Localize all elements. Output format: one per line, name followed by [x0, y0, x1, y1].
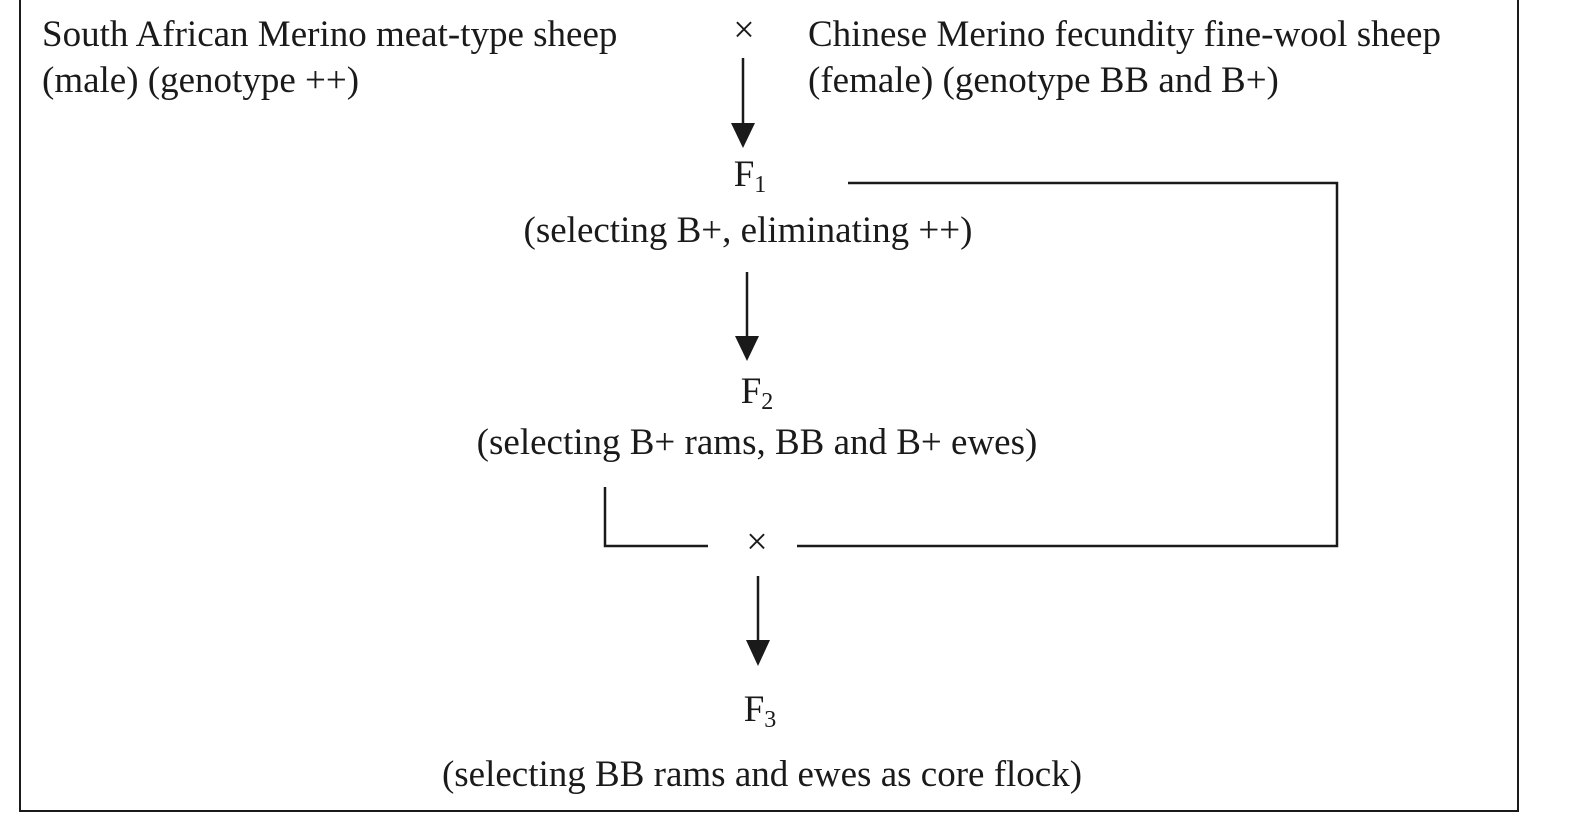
- f1-label: F1: [734, 155, 767, 205]
- male-parent-line2: (male) (genotype ++): [42, 60, 360, 101]
- female-parent-line1: Chinese Merino fecundity fine-wool sheep: [808, 14, 1441, 55]
- male-parent-line1: South African Merino meat-type sheep: [42, 14, 618, 55]
- f1-index: 1: [754, 172, 767, 198]
- arrow-to-f1-head: [731, 123, 755, 148]
- arrow-to-f2-head: [735, 336, 759, 361]
- f3-index: 3: [764, 707, 777, 733]
- female-parent-line2: (female) (genotype BB and B+): [808, 60, 1279, 101]
- male-parent-label: South African Merino meat-type sheep (ma…: [42, 12, 617, 104]
- f1-selection: (selecting B+, eliminating ++): [523, 210, 973, 251]
- f3-selection: (selecting BB rams and ewes as core floc…: [441, 754, 1083, 795]
- f2-bracket-line: [603, 487, 708, 548]
- f3-label: F3: [744, 690, 777, 740]
- parental-cross-symbol: ×: [733, 9, 755, 51]
- f3-letter: F: [743, 689, 765, 730]
- f1-loop-line: [797, 181, 1339, 548]
- female-parent-label: Chinese Merino fecundity fine-wool sheep…: [808, 12, 1441, 104]
- backcross-symbol: ×: [746, 521, 768, 563]
- f2-letter: F: [740, 371, 762, 412]
- f2-index: 2: [761, 389, 774, 415]
- f2-selection: (selecting B+ rams, BB and B+ ewes): [476, 422, 1038, 463]
- f2-label: F2: [741, 372, 774, 422]
- f1-letter: F: [733, 154, 755, 195]
- arrow-to-f3-head: [746, 640, 770, 666]
- diagram-frame: [19, 0, 1519, 812]
